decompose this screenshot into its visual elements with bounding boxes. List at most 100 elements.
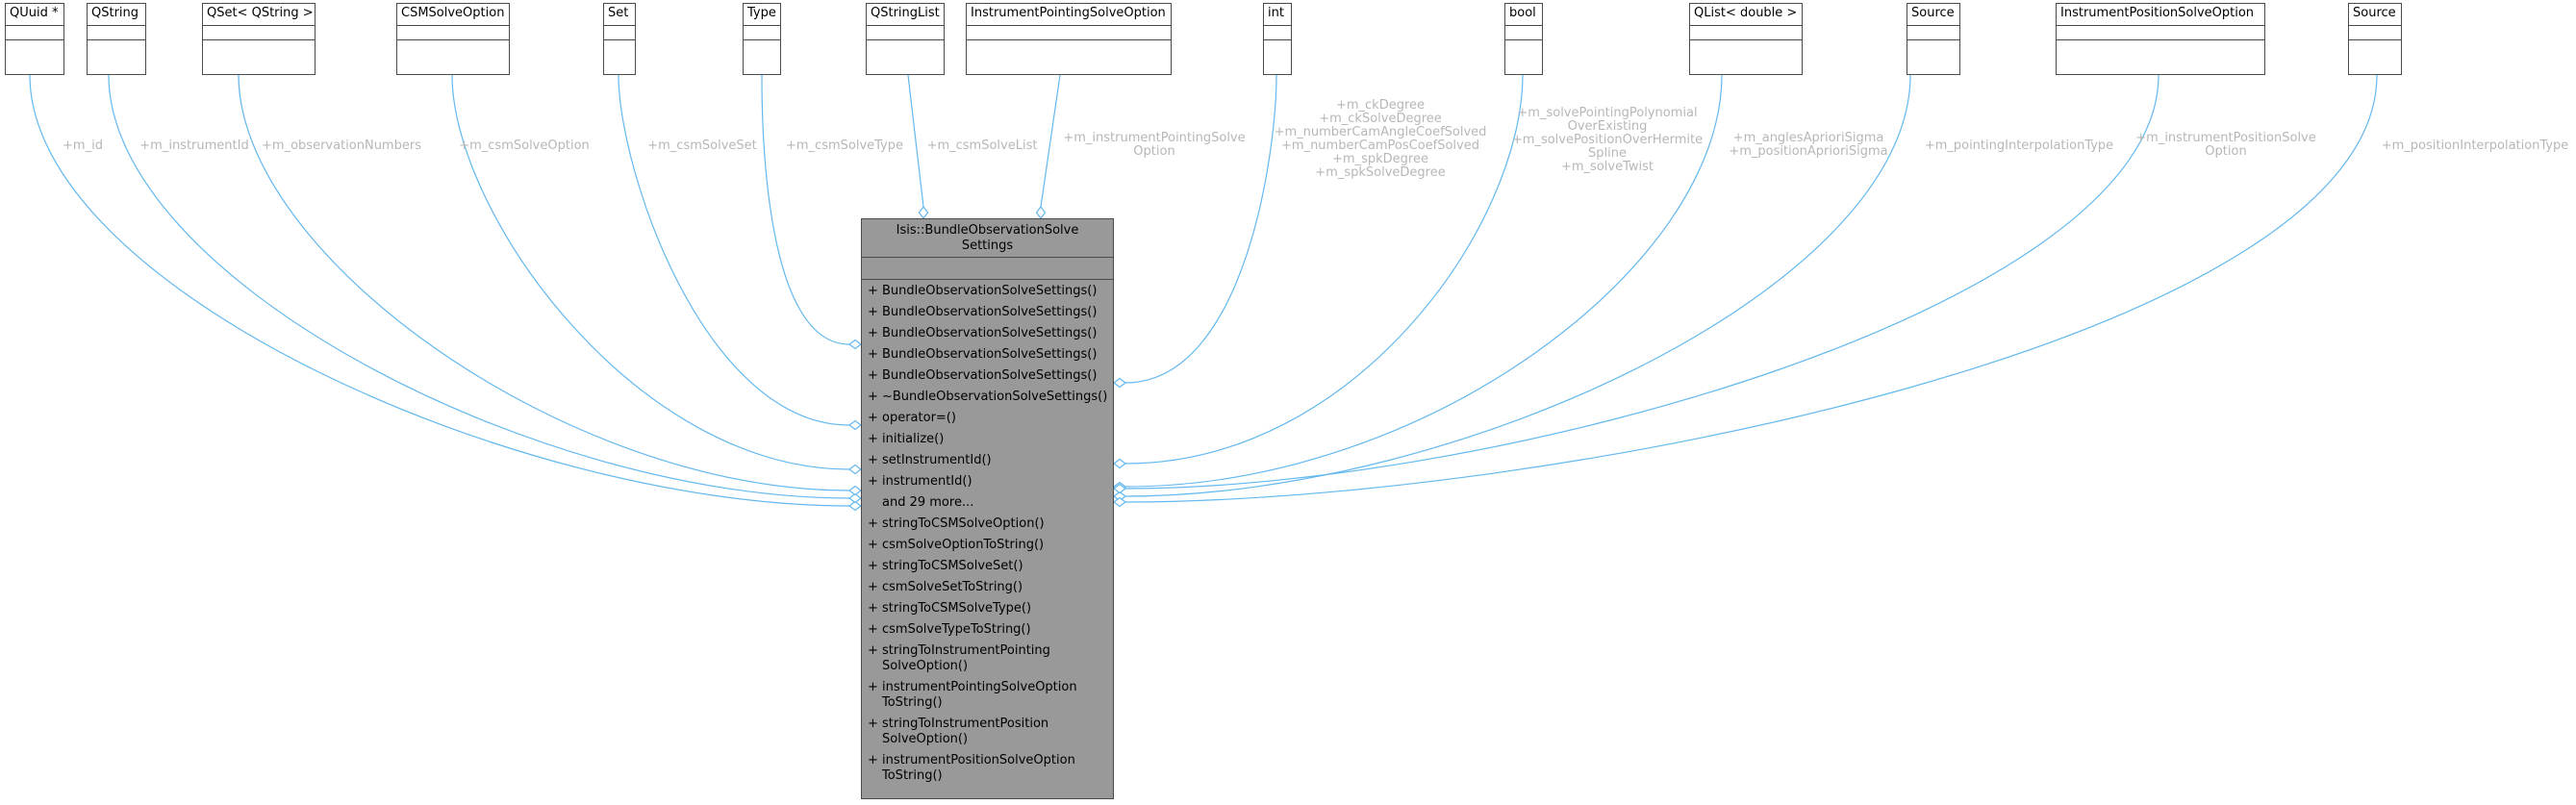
edge-label-line: Option <box>1133 144 1175 159</box>
operation-visibility: + <box>868 453 878 467</box>
edge-label-line: OverExisting <box>1567 119 1648 134</box>
operation-item: + initialize() <box>862 429 1113 450</box>
main-class-title-line-1: Isis::BundleObservationSolve <box>896 223 1079 238</box>
operation-visibility: + <box>868 538 878 552</box>
type-node[interactable]: QList< double > <box>1689 3 1803 75</box>
type-node[interactable]: QString <box>87 3 146 75</box>
operation-visibility: + <box>868 326 878 340</box>
main-class-operations: +BundleObservationSolveSettings()+Bundle… <box>862 280 1113 787</box>
main-class-title: Isis::BundleObservationSolve Settings <box>862 219 1113 258</box>
edge-label-line: +m_numberCamPosCoefSolved <box>1281 138 1479 153</box>
operation-item: +csmSolveSetToString() <box>862 577 1113 598</box>
aggregation-diamond <box>1035 206 1047 219</box>
aggregation-diamond <box>848 464 862 475</box>
type-node-operations <box>1907 40 1959 67</box>
edge-label: +m_anglesAprioriSigma+m_positionAprioriS… <box>1729 132 1887 159</box>
type-node[interactable]: Type <box>743 3 781 75</box>
operation-visibility: + <box>868 753 878 767</box>
operation-signature-line: ToString() <box>882 695 943 710</box>
edge-label: +m_id <box>63 139 103 153</box>
type-node-operations <box>397 40 509 67</box>
edge-label: +m_instrumentId <box>139 139 248 153</box>
type-node-operations <box>1690 40 1802 67</box>
operation-signature: BundleObservationSolveSettings() <box>882 326 1097 341</box>
operation-signature: csmSolveSetToString() <box>882 580 1023 595</box>
type-node-name: Source <box>1907 4 1959 26</box>
type-node[interactable]: QStringList <box>866 3 945 75</box>
operation-signature: BundleObservationSolveSettings() <box>882 347 1097 363</box>
edge-label-line: +m_csmSolveSet <box>647 138 757 153</box>
operation-signature-line: setInstrumentId() <box>882 453 992 467</box>
main-class-attributes <box>862 258 1113 280</box>
main-class-box[interactable]: Isis::BundleObservationSolve Settings +B… <box>861 218 1114 799</box>
operation-visibility: + <box>868 390 878 404</box>
edge-label-line: +m_ckSolveDegree <box>1319 112 1442 126</box>
operation-item: +stringToCSMSolveSet() <box>862 556 1113 577</box>
operation-visibility: + <box>868 622 878 637</box>
type-node-name: Source <box>2349 4 2401 26</box>
type-node-name: CSMSolveOption <box>397 4 509 26</box>
type-node[interactable]: QSet< QString > <box>202 3 316 75</box>
operation-item: + ~BundleObservationSolveSettings() <box>862 387 1113 408</box>
operation-signature-line: instrumentPositionSolveOption <box>882 753 1075 767</box>
type-node[interactable]: InstrumentPointingSolveOption <box>966 3 1172 75</box>
operation-signature-line: BundleObservationSolveSettings() <box>882 347 1098 362</box>
edge-label-line: +m_solvePositionOverHermite <box>1511 133 1704 147</box>
operation-signature-line: and 29 more... <box>882 495 974 510</box>
edge-label-line: +m_instrumentPointingSolve <box>1063 131 1246 145</box>
type-node[interactable]: bool <box>1504 3 1543 75</box>
type-node[interactable]: InstrumentPositionSolveOption <box>2056 3 2265 75</box>
operation-signature-line: initialize() <box>882 432 945 446</box>
type-node-name: bool <box>1505 4 1542 26</box>
type-node[interactable]: QUuid * <box>5 3 64 75</box>
operation-signature-line: BundleObservationSolveSettings() <box>882 326 1098 340</box>
edge-label-line: +m_solvePointingPolynomial <box>1517 106 1698 120</box>
aggregation-diamond <box>848 492 862 504</box>
edge-label: +m_csmSolveOption <box>459 139 590 153</box>
type-node[interactable]: int <box>1263 3 1292 75</box>
edge-label-line: +m_solveTwist <box>1560 160 1654 174</box>
type-node[interactable]: Source <box>1907 3 1960 75</box>
edge-label-line: +m_spkSolveDegree <box>1315 165 1446 180</box>
operation-item: +BundleObservationSolveSettings() <box>862 344 1113 365</box>
type-node[interactable]: Set <box>603 3 636 75</box>
type-node-operations <box>744 40 780 67</box>
type-node-operations <box>1505 40 1542 67</box>
operation-signature-line: SolveOption() <box>882 659 969 673</box>
edge-label-line: +m_instrumentId <box>139 138 249 153</box>
type-node-attributes <box>2349 26 2401 40</box>
type-node[interactable]: Source <box>2348 3 2402 75</box>
association-edge <box>1124 74 1911 497</box>
edge-label: +m_ckDegree+m_ckSolveDegree+m_numberCamA… <box>1275 99 1487 180</box>
operation-signature: BundleObservationSolveSettings() <box>882 284 1097 299</box>
edge-label-line: +m_positionInterpolationType <box>2381 138 2569 153</box>
operation-item: +instrumentId() <box>862 471 1113 492</box>
aggregation-diamond <box>848 500 862 512</box>
type-node-attributes <box>2057 26 2264 40</box>
operation-item: +BundleObservationSolveSettings() <box>862 365 1113 387</box>
type-node-attributes <box>1505 26 1542 40</box>
type-node-operations <box>2349 40 2401 67</box>
type-node-attributes <box>203 26 315 40</box>
operation-signature: and 29 more... <box>882 495 973 511</box>
association-edge <box>618 74 850 426</box>
aggregation-diamond <box>918 206 929 219</box>
association-edge <box>907 74 924 208</box>
association-edge <box>1124 74 2159 490</box>
operation-visibility: + <box>868 474 878 489</box>
operation-signature: stringToCSMSolveSet() <box>882 559 1023 574</box>
operation-visibility: + <box>868 432 878 446</box>
type-node-operations <box>867 40 944 67</box>
operation-signature: ~BundleObservationSolveSettings() <box>882 390 1107 405</box>
operation-visibility: + <box>868 411 878 425</box>
operation-signature-line: stringToCSMSolveOption() <box>882 516 1045 531</box>
type-node[interactable]: CSMSolveOption <box>396 3 510 75</box>
operation-signature: csmSolveTypeToString() <box>882 622 1031 638</box>
association-edge <box>29 74 850 507</box>
edge-label: +m_csmSolveSet <box>647 139 757 153</box>
